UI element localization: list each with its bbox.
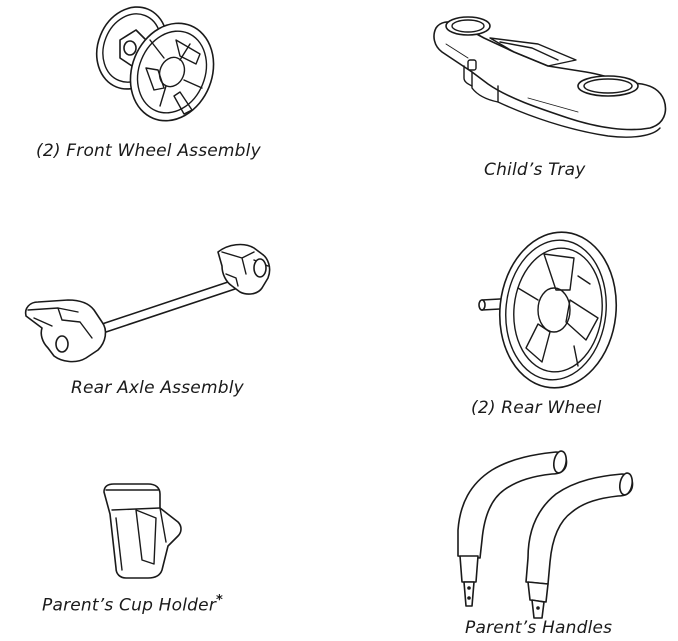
- front-wheel-assembly-icon: [95, 6, 215, 122]
- rear-axle-assembly-label: Rear Axle Assembly: [71, 378, 244, 398]
- front-wheel-assembly-label: (2) Front Wheel Assembly: [36, 141, 261, 161]
- parents-handles-icon: [457, 450, 634, 619]
- childs-tray-label: Child’s Tray: [484, 160, 586, 180]
- rear-axle-assembly-icon: [24, 243, 271, 363]
- parents-cup-holder-icon: [103, 483, 182, 579]
- rear-wheel-icon: [478, 231, 618, 389]
- rear-wheel-label: (2) Rear Wheel: [471, 398, 602, 418]
- parents-cup-holder-label: Parent’s Cup Holder*: [42, 593, 223, 616]
- parents-cup-holder-asterisk: *: [216, 593, 224, 608]
- parents-handles-label: Parent’s Handles: [465, 618, 613, 638]
- childs-tray-icon: [433, 16, 667, 138]
- parents-cup-holder-label-text: Parent’s Cup Holder: [42, 595, 217, 616]
